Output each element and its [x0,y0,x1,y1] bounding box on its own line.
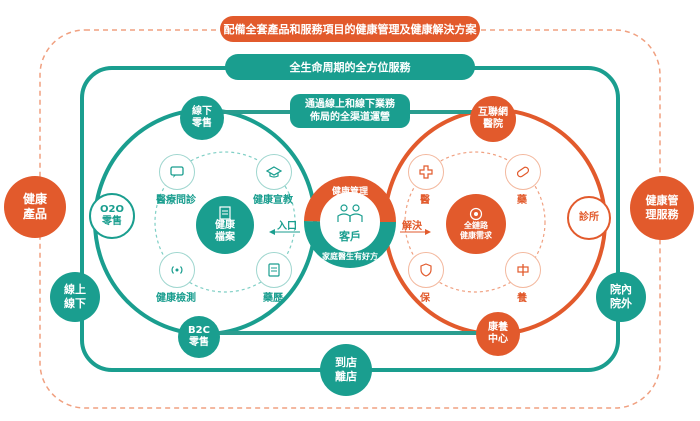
consult-node [159,154,195,190]
pharma-label: 藥 [517,195,527,206]
chat-icon [170,166,184,178]
health-records-node: 健康 檔案 [196,196,254,254]
center-bottom-arc-text: 家庭醫生有好方 [322,252,378,261]
target-icon [469,207,483,221]
medical-label: 醫 [420,195,430,206]
full-chain-needs-node: 全鏈路 健康需求 [446,194,506,254]
online-offline-node: 線上 線下 [50,272,100,322]
graduation-cap-icon [266,166,282,178]
consult-label: 醫療問診 [156,195,196,206]
o2o-retail-node: O2O 零售 [89,193,135,239]
monitoring-label: 健康檢測 [156,293,196,304]
health-products-node: 健康 產品 [4,176,66,238]
center-ring-orange [304,176,396,268]
pill-icon [516,166,530,178]
customer-label: 客戶 [339,230,361,243]
people-icon [337,204,363,222]
entry-label: 入口 [277,221,297,232]
entry-arrow [269,229,300,235]
offline-retail-node: 線下 零售 [180,96,224,140]
b2c-retail-node: B2C 零售 [178,316,220,358]
clipboard-icon [268,263,280,277]
right-inner-dashed [404,151,546,293]
in-out-hospital-node: 院內 院外 [596,272,646,322]
solve-label: 解決 [402,221,422,232]
lifecycle-banner: 全生命周期的全方位服務 [225,54,475,80]
monitoring-node [159,252,195,288]
omnichannel-banner: 通過線上和線下業務 佈局的全渠道運營 [290,94,410,128]
education-label: 健康宣教 [253,195,293,206]
signal-icon [171,266,183,274]
insurance-node [408,252,444,288]
top-banner: 配備全套產品和服務項目的健康管理及健康解決方案 [220,16,480,42]
education-node [256,154,292,190]
care-glyph-icon [517,264,529,276]
medication-label: 藥歷 [263,293,283,304]
nursing-label: 養 [517,293,527,304]
health-management-services-node: 健康管 理服務 [630,176,694,240]
left-inner-dashed [154,151,296,293]
clinic-node: 診所 [567,196,611,240]
medical-cross-icon [419,165,433,179]
insurance-label: 保 [420,293,430,304]
internet-hospital-node: 互聯網 醫院 [470,96,516,142]
pharma-node [505,154,541,190]
medication-node [256,252,292,288]
solve-arrow [400,229,431,235]
care-center-node: 康養 中心 [476,312,520,356]
shield-icon [420,263,432,277]
nursing-node [505,252,541,288]
center-top-arc-text: 健康管理 [331,187,368,197]
document-icon [219,205,231,220]
in-store-off-store-node: 到店 離店 [320,344,372,396]
medical-node [408,154,444,190]
